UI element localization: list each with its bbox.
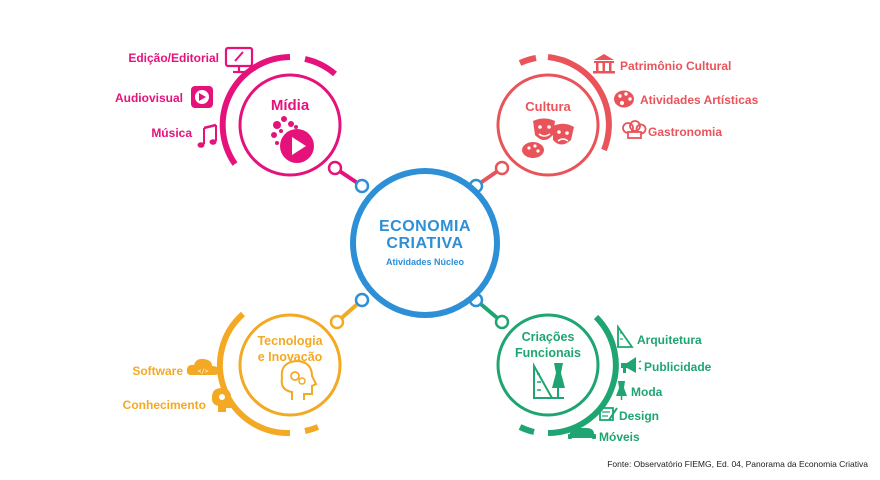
criacoes-item-publicidade: Publicidade: [644, 360, 712, 374]
criacoes-title-line2: Funcionais: [515, 346, 581, 360]
cultura-node: [496, 54, 612, 177]
play-burst-icon: [271, 116, 314, 163]
head-profile-icon: [211, 388, 233, 412]
midia-item-audiovisual: Audiovisual: [114, 91, 183, 105]
center-title-line1: ECONOMIA: [379, 218, 471, 235]
midia-item-editorial: Edição/Editorial: [128, 51, 219, 65]
dress-form-icon: [616, 381, 627, 400]
midia-item-musica: Música: [151, 126, 192, 140]
design-document-icon: [599, 407, 618, 421]
connector-criacoes: [468, 292, 510, 330]
criacoes-item-moveis: Móveis: [599, 430, 640, 444]
cultura-item-patrimonio: Patrimônio Cultural: [620, 59, 732, 73]
tecnologia-item-software: Software: [132, 364, 183, 378]
megaphone-icon: [621, 357, 642, 373]
criacoes-item-design: Design: [619, 409, 660, 423]
chef-hat-icon: [622, 120, 647, 139]
music-note-icon: [197, 123, 217, 148]
monitor-pen-icon: [224, 46, 254, 74]
tecnologia-title: Tecnologia e Inovação: [245, 333, 335, 365]
head-gears-icon: [280, 359, 318, 400]
ruler-mannequin-icon: [533, 362, 565, 399]
center-title-line2: CRIATIVA: [386, 235, 464, 252]
criacoes-item-moda: Moda: [631, 385, 663, 399]
cloud-code-icon: </>: [186, 358, 219, 375]
palette-icon: [614, 90, 634, 108]
midia-title: Mídia: [270, 97, 310, 114]
connector-midia: [327, 160, 370, 194]
tecnologia-title-line2: e Inovação: [257, 350, 323, 364]
connector-tecnologia: [329, 292, 370, 330]
criacoes-title: Criações Funcionais: [503, 329, 593, 361]
center-node: [350, 168, 500, 318]
center-subtitle: Atividades Núcleo: [385, 257, 465, 267]
cultura-item-gastronomia: Gastronomia: [648, 125, 723, 139]
sofa-icon: [568, 428, 596, 439]
set-square-icon: [617, 324, 634, 348]
tecnologia-item-conhecimento: Conhecimento: [122, 398, 206, 412]
criacoes-title-line1: Criações: [521, 330, 575, 344]
svg-text:</>: </>: [198, 368, 209, 375]
play-button-icon: [191, 86, 213, 108]
tecnologia-title-line1: Tecnologia: [257, 334, 323, 348]
midia-node: [219, 54, 342, 177]
museum-icon: [593, 54, 615, 74]
criacoes-node: [496, 313, 619, 436]
tecnologia-node: [216, 311, 342, 437]
cultura-title: Cultura: [525, 99, 571, 114]
theater-masks-icon: [522, 118, 574, 158]
source-note: Fonte: Observatório FIEMG, Ed. 04, Panor…: [607, 459, 868, 469]
center-title: ECONOMIA CRIATIVA: [350, 218, 500, 252]
connector-cultura: [468, 160, 510, 194]
criacoes-item-arquitetura: Arquitetura: [637, 333, 702, 347]
cultura-item-artisticas: Atividades Artísticas: [640, 93, 759, 107]
